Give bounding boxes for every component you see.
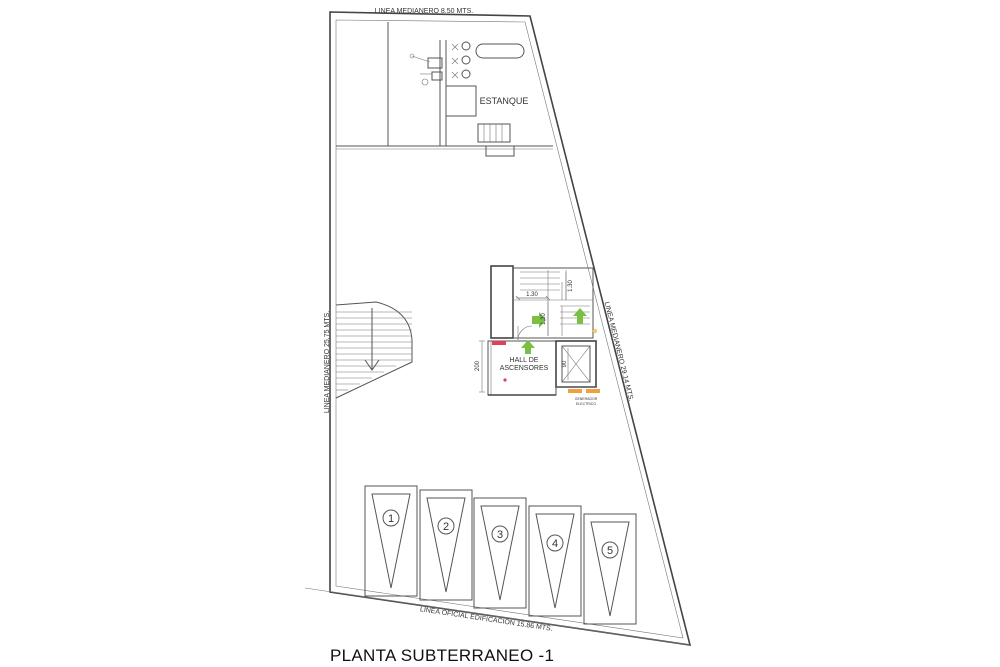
generator-label-line1: GENERADOR [575, 397, 598, 401]
tank-label: ESTANQUE [480, 96, 529, 106]
fire-extinguisher-marker [492, 341, 506, 345]
tank-room [336, 22, 553, 157]
hall-label-line1: HALL DE [510, 357, 539, 364]
parking-spaces [364, 485, 637, 625]
generator-marker-right [586, 389, 600, 393]
lot-boundary [304, 11, 692, 646]
exit-arrow-up-hall [521, 340, 535, 354]
pump-equipment [409, 41, 525, 86]
dimension-label: 1.30 [526, 292, 538, 298]
boundary-label-left: LINEA MEDIANERO 25.75 MTS. [324, 311, 331, 413]
hall-label-line2: ASCENSORES [500, 365, 549, 372]
parking-space [473, 497, 527, 609]
generator-marker-left [568, 389, 582, 393]
exit-arrow-up [573, 308, 587, 324]
parking-number: 3 [497, 529, 503, 541]
dimension-label: 1.30 [568, 280, 574, 292]
dimension-lines [479, 272, 569, 393]
parking-space [419, 489, 473, 601]
exit-arrow-right [532, 312, 546, 328]
light-marker [592, 328, 598, 334]
generator-label-line2: ELECTRICO [576, 402, 596, 406]
boundary-label-bottom: LINEA OFICIAL EDIFICACION 15.86 MTS. [419, 606, 553, 633]
parking-numbers: 1 2 3 4 5 [382, 509, 619, 559]
core-markers [492, 308, 600, 393]
dimension-label: 90 [562, 360, 568, 367]
parking-space [528, 505, 582, 617]
central-core [487, 265, 597, 396]
dimension-label: 200 [475, 360, 481, 371]
fire-point-marker [503, 378, 507, 382]
parking-space [364, 485, 418, 597]
parking-space [583, 513, 637, 625]
parking-number: 1 [388, 513, 394, 525]
plan-caption: PLANTA SUBTERRANEO -1 [330, 646, 555, 665]
parking-number: 4 [552, 538, 558, 550]
parking-number: 5 [607, 545, 613, 557]
parking-number: 2 [443, 521, 449, 533]
ramp [335, 301, 413, 399]
boundary-label-top: LINEA MEDIANERO 8.50 MTS. [375, 8, 473, 15]
dimension-label: 1.30 [541, 313, 547, 325]
